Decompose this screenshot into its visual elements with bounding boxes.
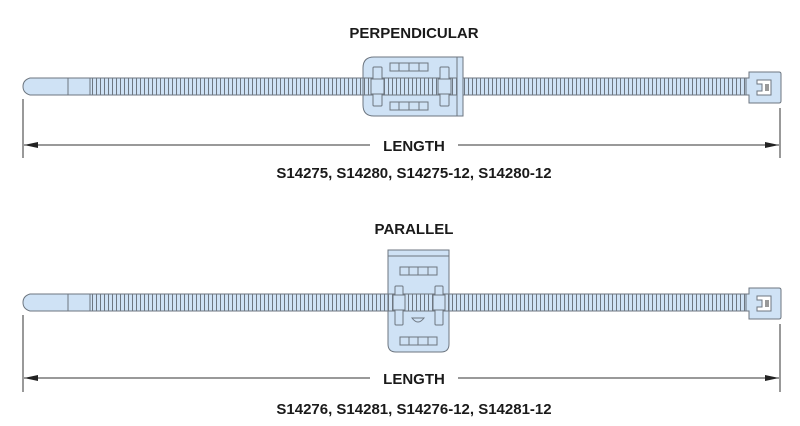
tie-tail-body xyxy=(67,77,91,96)
length-label: LENGTH xyxy=(383,371,445,388)
part-numbers: S14276, S14281, S14276-12, S14281-12 xyxy=(276,401,551,418)
length-label: LENGTH xyxy=(383,138,445,155)
tie-head-slot xyxy=(756,79,772,96)
parallel-diagram: PARALLEL LEN xyxy=(22,221,782,418)
tie-head-slot xyxy=(756,295,772,312)
length-dimension: LENGTH xyxy=(22,99,781,158)
length-dimension: LENGTH xyxy=(22,315,781,392)
part-numbers: S14275, S14280, S14275-12, S14280-12 xyxy=(276,165,551,182)
parallel-mount xyxy=(387,249,450,353)
tie-tail-tip xyxy=(22,293,69,312)
perpendicular-mount xyxy=(362,56,464,117)
diagram-title: PARALLEL xyxy=(375,221,454,238)
tie-tail-tip xyxy=(22,77,69,96)
diagram-title: PERPENDICULAR xyxy=(349,25,478,42)
tie-tail-body xyxy=(67,293,91,312)
perpendicular-diagram: PERPENDICULAR LENGT xyxy=(22,25,782,182)
